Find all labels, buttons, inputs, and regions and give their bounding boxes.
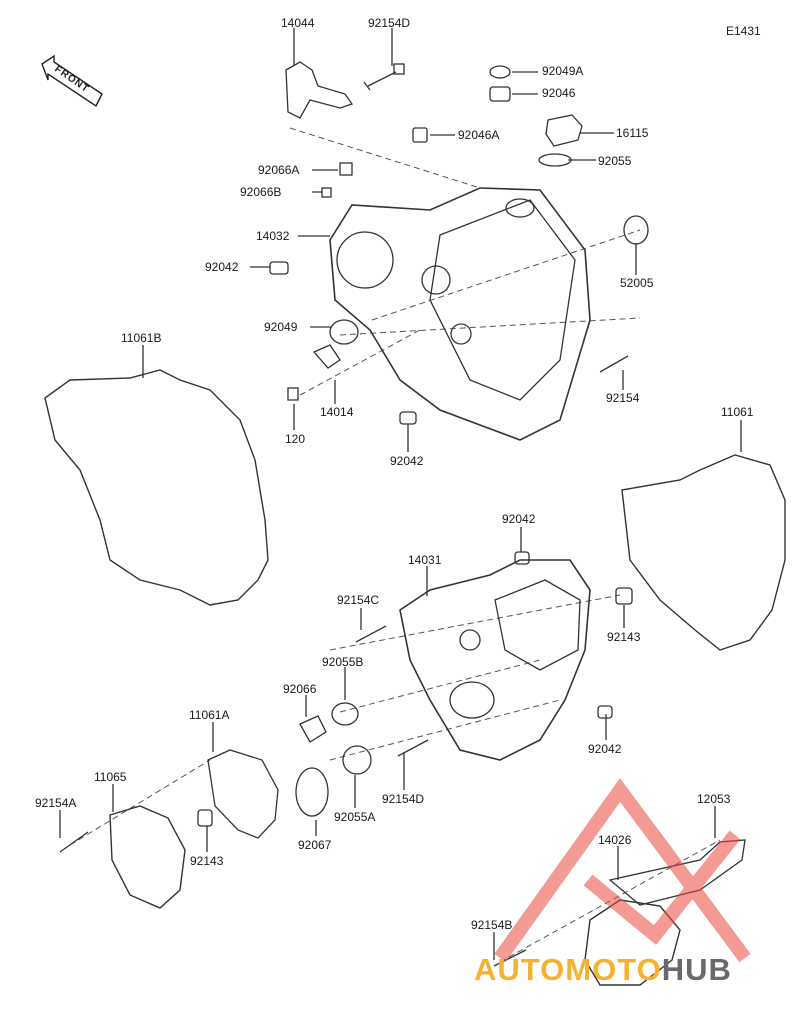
callout-label: 92154D xyxy=(382,792,425,806)
inspection-cap xyxy=(450,323,472,345)
seal-52005 xyxy=(623,215,649,245)
callout-label: 16115 xyxy=(616,126,649,140)
front-arrow-shape xyxy=(41,54,103,108)
bearing-92046 xyxy=(489,86,511,102)
clip-14014 xyxy=(312,344,341,369)
bolt-head xyxy=(393,63,405,75)
guard-14026 xyxy=(584,899,681,986)
callout-label: 11061 xyxy=(721,405,754,419)
callout-label: 92154 xyxy=(606,391,640,405)
bushing-92143 xyxy=(615,587,633,605)
bolt-92154c xyxy=(355,625,387,643)
bolt-92154a xyxy=(59,831,89,853)
dowel-92066b xyxy=(321,187,332,198)
callout-label: 92042 xyxy=(502,512,536,526)
cap-92067 xyxy=(295,767,329,817)
generator-cover-inner xyxy=(494,579,581,671)
clutch-cover-outer xyxy=(329,187,591,441)
callout-label: 11061B xyxy=(121,331,162,345)
callout-label: 14032 xyxy=(256,229,290,243)
callout-label: 92154A xyxy=(35,796,77,810)
watermark-text: AUTOMOTOHUB xyxy=(474,952,732,988)
dowel-92042 xyxy=(269,261,289,275)
callout-label: 92143 xyxy=(190,854,224,868)
plug-92066 xyxy=(299,715,327,743)
cover-port xyxy=(459,629,481,651)
alignment-line xyxy=(69,759,211,846)
callout-label: 92042 xyxy=(205,260,239,274)
callout-label: 92066A xyxy=(258,163,300,177)
clutch-cover-inner xyxy=(429,199,576,401)
dowel-92066a xyxy=(339,162,353,176)
bolt-92154 xyxy=(599,355,629,373)
bushing-92143-b xyxy=(197,809,213,827)
callout-label: 92049 xyxy=(264,320,298,334)
cover-boss-circle xyxy=(336,231,394,289)
watermark-part2: HUB xyxy=(661,952,732,987)
seal-92049 xyxy=(329,319,359,345)
cover-boss-lower xyxy=(449,681,495,719)
callout-label: 120 xyxy=(285,432,306,446)
bracket-14044 xyxy=(285,61,354,119)
cover-11065 xyxy=(109,805,186,909)
callout-label: 92066B xyxy=(240,185,282,199)
callout-label: 92154B xyxy=(471,918,513,932)
callout-label: 92154D xyxy=(368,16,411,30)
alignment-line xyxy=(299,329,421,396)
o-ring-92055b xyxy=(331,702,359,726)
dowel-92042-d xyxy=(597,705,613,719)
callout-label: 11065 xyxy=(94,770,127,784)
callout-label: 14031 xyxy=(408,553,442,567)
bolt-92154b xyxy=(493,949,527,967)
bolt-120 xyxy=(287,387,299,401)
bolt-92154d xyxy=(363,71,397,91)
dowel-92042-lower xyxy=(399,411,417,425)
bearing-92046a xyxy=(412,127,428,143)
callout-label: 92066 xyxy=(283,682,317,696)
callout-label: 92049A xyxy=(542,64,584,78)
callout-label: 92143 xyxy=(607,630,641,644)
gasket-11061b xyxy=(44,369,269,606)
diagram-id: E1431 xyxy=(726,24,761,38)
callout-label: 92154C xyxy=(337,593,380,607)
alignment-line xyxy=(339,659,541,713)
watermark-logo-icon xyxy=(494,778,751,963)
oil-filler-hole xyxy=(505,198,535,218)
callout-label: 92067 xyxy=(298,838,332,852)
watermark-part1: AUTOMOTO xyxy=(474,952,662,987)
o-ring-92055a xyxy=(342,745,372,775)
o-ring-92055 xyxy=(538,153,572,167)
generator-cover-outer xyxy=(399,559,591,761)
callout-label: 92046 xyxy=(542,86,576,100)
alignment-line xyxy=(289,127,481,189)
callout-label: 92046A xyxy=(458,128,500,142)
alignment-line xyxy=(329,699,561,761)
callout-label: 92055 xyxy=(598,154,632,168)
callout-label: 14044 xyxy=(281,16,315,30)
callout-label: 11061A xyxy=(189,708,230,722)
alignment-line xyxy=(329,594,621,651)
callout-label: 14026 xyxy=(598,833,632,847)
oil-seal-bore xyxy=(421,265,451,295)
oil-cap-16115 xyxy=(545,114,583,147)
alignment-line xyxy=(339,317,641,336)
gasket-11061 xyxy=(621,454,786,651)
callout-label: 92055B xyxy=(322,655,364,669)
dowel-92042-c xyxy=(514,551,530,565)
callout-label: 92042 xyxy=(390,454,424,468)
callout-label: 52005 xyxy=(620,276,654,290)
callout-label: 92042 xyxy=(588,742,622,756)
bracket-12053 xyxy=(608,839,746,906)
alignment-line xyxy=(371,229,641,321)
front-arrow-icon: FRONT xyxy=(40,54,106,112)
callout-label: 92055A xyxy=(334,810,376,824)
bolt-92154d-lower xyxy=(397,739,429,757)
callout-label: 12053 xyxy=(697,792,731,806)
gasket-11061a xyxy=(207,749,279,839)
callout-label: 14014 xyxy=(320,405,354,419)
seal-92049a xyxy=(489,65,511,79)
